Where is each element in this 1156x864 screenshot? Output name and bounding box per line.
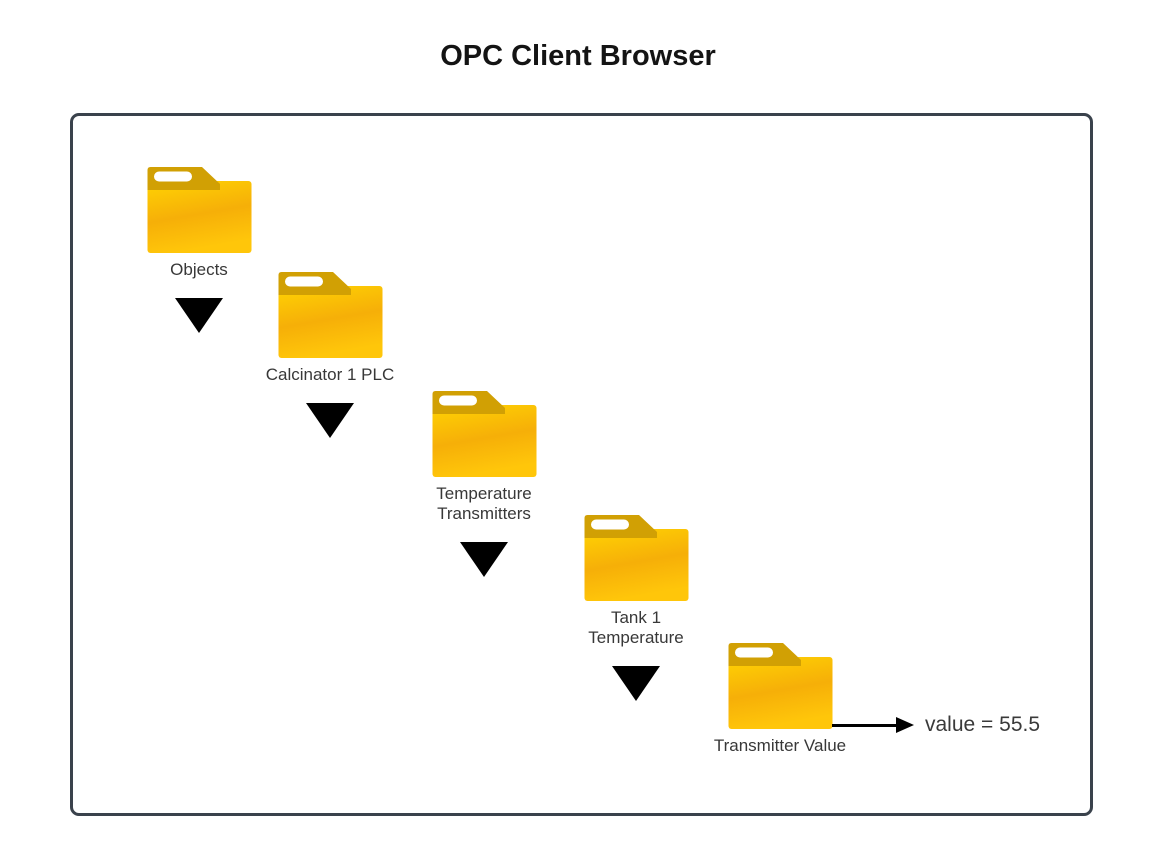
tree-node-objects: Objects — [109, 167, 289, 334]
arrow-down-icon — [460, 542, 508, 578]
value-text: value = 55.5 — [925, 713, 1041, 736]
arrow-down-icon — [612, 666, 660, 702]
page-title: OPC Client Browser — [440, 40, 716, 72]
folder-icon — [278, 272, 382, 358]
node-label: Calcinator 1 PLC — [265, 365, 395, 384]
node-label: Temperature Transmitters — [436, 484, 532, 524]
folder-icon — [584, 515, 688, 601]
tree-node-calcinator-1-plc: Calcinator 1 PLC — [240, 272, 420, 439]
node-label: Objects — [170, 260, 228, 279]
node-label: Transmitter Value — [713, 736, 847, 755]
node-label: Tank 1 Temperature — [588, 608, 684, 648]
tree-node-temperature-transmitters: Temperature Transmitters — [394, 391, 574, 578]
folder-icon — [432, 391, 536, 477]
tree-node-transmitter-value: Transmitter Value — [690, 643, 870, 756]
arrow-down-icon — [175, 298, 223, 334]
value-annotation: value = 55.5 — [832, 712, 1040, 738]
arrow-down-icon — [306, 403, 354, 439]
arrow-right-shaft — [832, 723, 896, 727]
arrow-right-icon — [896, 717, 914, 733]
folder-icon — [728, 643, 832, 729]
folder-icon — [147, 167, 251, 253]
tree-node-tank-1-temperature: Tank 1 Temperature — [546, 515, 726, 702]
